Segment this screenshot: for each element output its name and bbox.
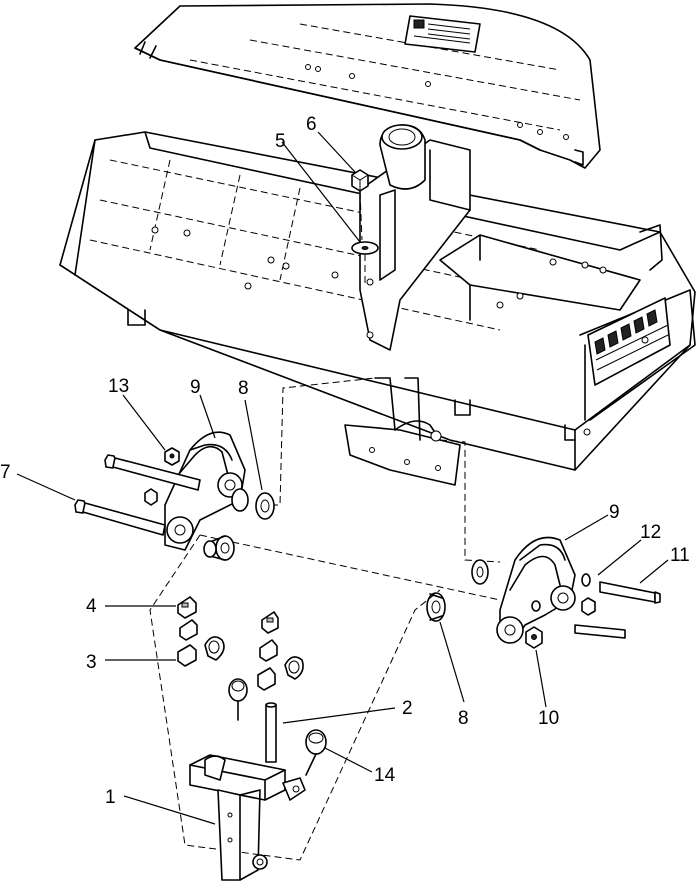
part-13-nut [164, 447, 180, 466]
part-5-washer [351, 241, 379, 285]
gearbox-mount-bracket [344, 377, 461, 486]
callout-11: 11 [670, 545, 690, 566]
callout-5: 5 [275, 131, 286, 152]
leader-lines [16, 131, 669, 825]
callout-3: 3 [86, 652, 97, 673]
alignment-line-left [260, 377, 376, 506]
callout-13: 13 [108, 376, 129, 397]
callout-14: 14 [374, 765, 396, 786]
callout-10: 10 [538, 708, 559, 729]
rear-cover-hood [134, 3, 601, 169]
small-nut-left [144, 488, 158, 506]
callout-8-right: 8 [458, 708, 469, 729]
callout-6: 6 [306, 114, 317, 135]
part-8-bearing-left [231, 488, 275, 520]
part-7-bolt-upper [104, 454, 201, 491]
callout-12: 12 [640, 522, 661, 543]
part-9-arm-left [164, 431, 246, 551]
warning-decal [404, 15, 481, 53]
callout-2: 2 [402, 698, 413, 719]
callout-9-left: 9 [190, 377, 201, 398]
small-washer-right [531, 600, 541, 612]
lower-outline [149, 534, 441, 861]
callout-7: 7 [0, 462, 11, 483]
part-12-washer [581, 573, 596, 616]
callout-1: 1 [105, 787, 116, 808]
part-10-nut [525, 626, 543, 649]
part-4-clamp-set [177, 596, 279, 634]
part-3-clamp-set [177, 619, 304, 691]
part-6-nut [351, 169, 369, 241]
callout-9-right: 9 [609, 502, 620, 523]
callout-4: 4 [86, 596, 97, 617]
part-2-pin [265, 702, 277, 763]
part-14-knobs [228, 678, 327, 776]
alignment-line-diag [199, 534, 501, 601]
safety-decal-strip [587, 297, 671, 386]
part-7-bolt-lower [74, 499, 166, 536]
part-9-arm-right [496, 536, 576, 644]
part-1-gearbox-support [189, 754, 306, 881]
tiller-frame-deck [59, 124, 696, 471]
part-8-bearing-right [426, 592, 446, 622]
bearing-right-upper [471, 559, 489, 585]
callout-8-left: 8 [238, 378, 249, 399]
part-11-bolt [574, 581, 661, 639]
bearing-spacer-left-lower [203, 535, 235, 561]
